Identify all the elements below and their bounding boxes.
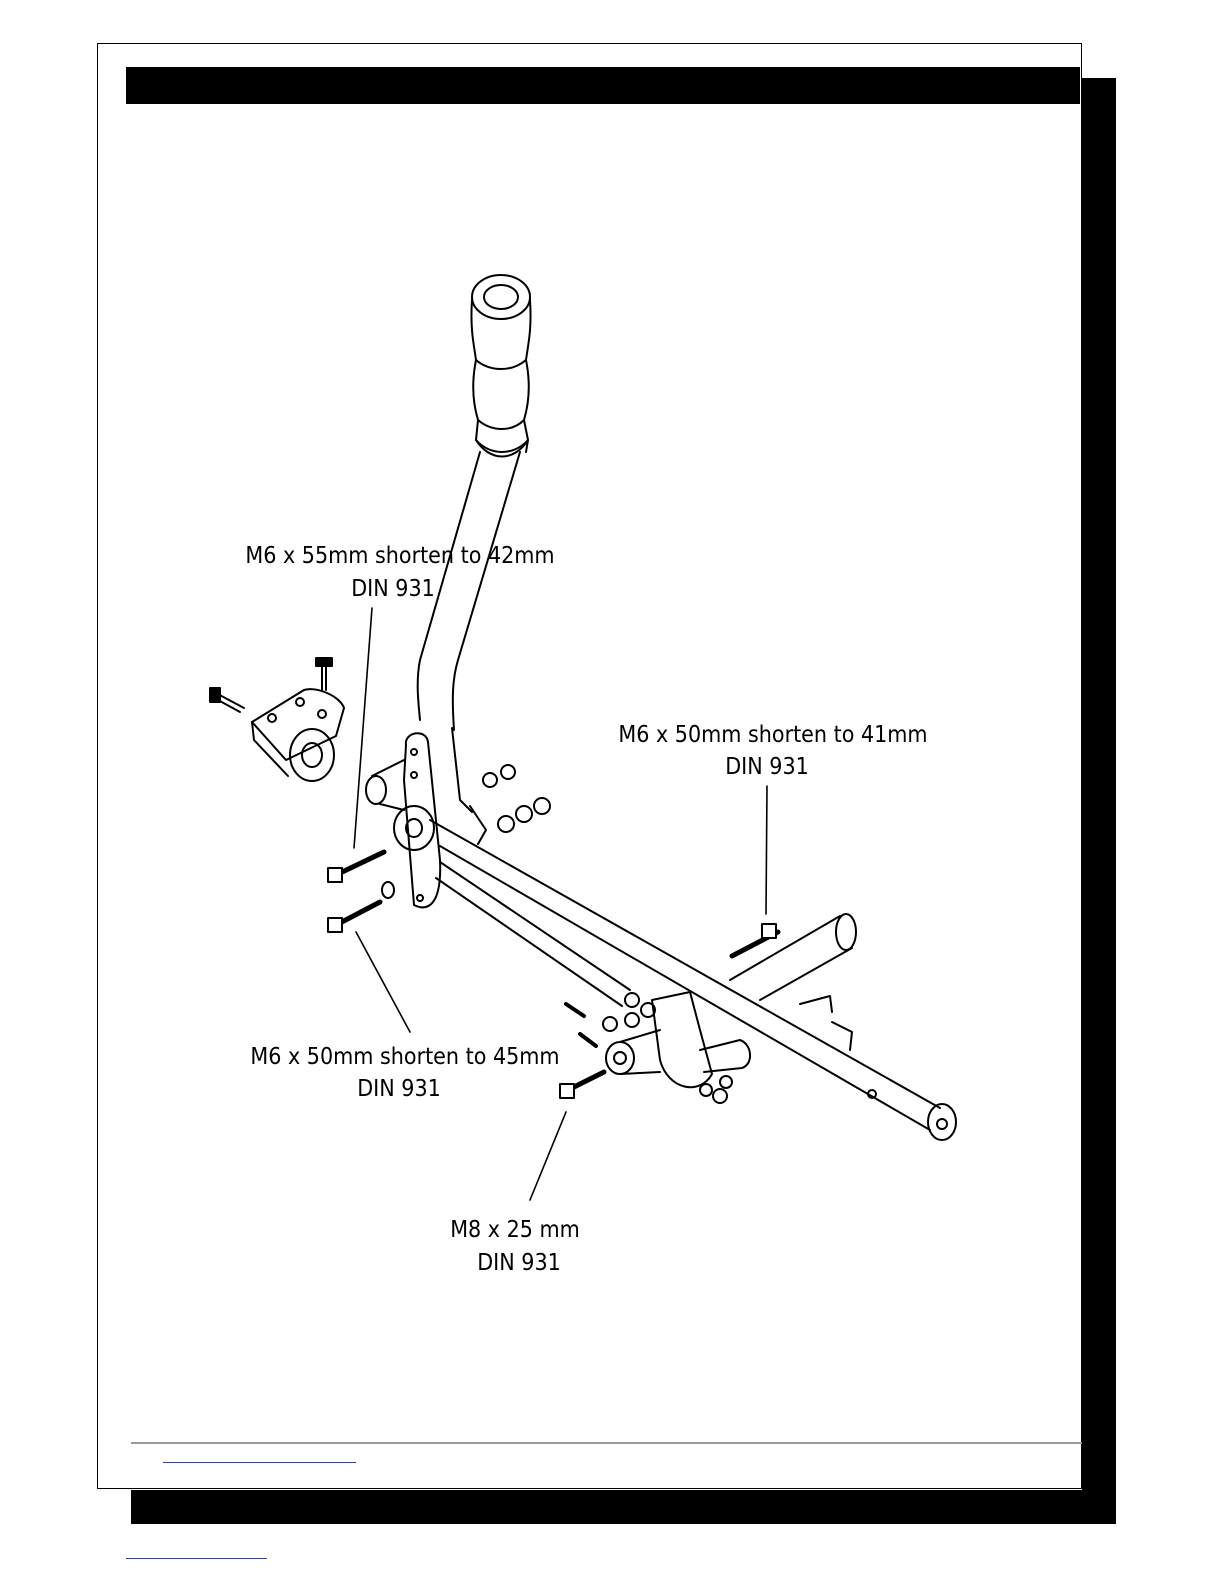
bolt-left-1 [328,852,384,882]
nut-cluster [470,765,550,844]
callout-b-spec: M6 x 50mm shorten to 41mm [618,722,927,748]
bolt-lower [560,1004,604,1098]
callout-a-standard: DIN 931 [351,576,435,602]
footer-rule [131,1442,1082,1444]
lower-clamp [603,992,750,1103]
main-long-tube [430,820,956,1140]
callout-c-spec: M6 x 50mm shorten to 45mm [250,1044,559,1070]
transverse-tube [730,914,856,1050]
bolt-vertical [316,658,332,690]
caster-plate [252,689,344,781]
callout-d-standard: DIN 931 [477,1250,561,1276]
handle-grip [471,275,530,457]
mount-bracket [394,728,472,907]
bolt-left-2 [328,882,394,932]
bolt-right [732,924,778,956]
callout-a-spec: M6 x 55mm shorten to 42mm [245,543,554,569]
short-cross-tube [366,760,404,810]
footer-link[interactable] [163,1462,356,1463]
page-link[interactable] [126,1558,267,1559]
lower-rod [436,862,630,1006]
callout-b-standard: DIN 931 [725,754,809,780]
callout-c-standard: DIN 931 [357,1076,441,1102]
bolt-upper-left [210,688,244,712]
callout-d-spec: M8 x 25 mm [450,1217,580,1243]
leader-lines [354,608,767,1200]
